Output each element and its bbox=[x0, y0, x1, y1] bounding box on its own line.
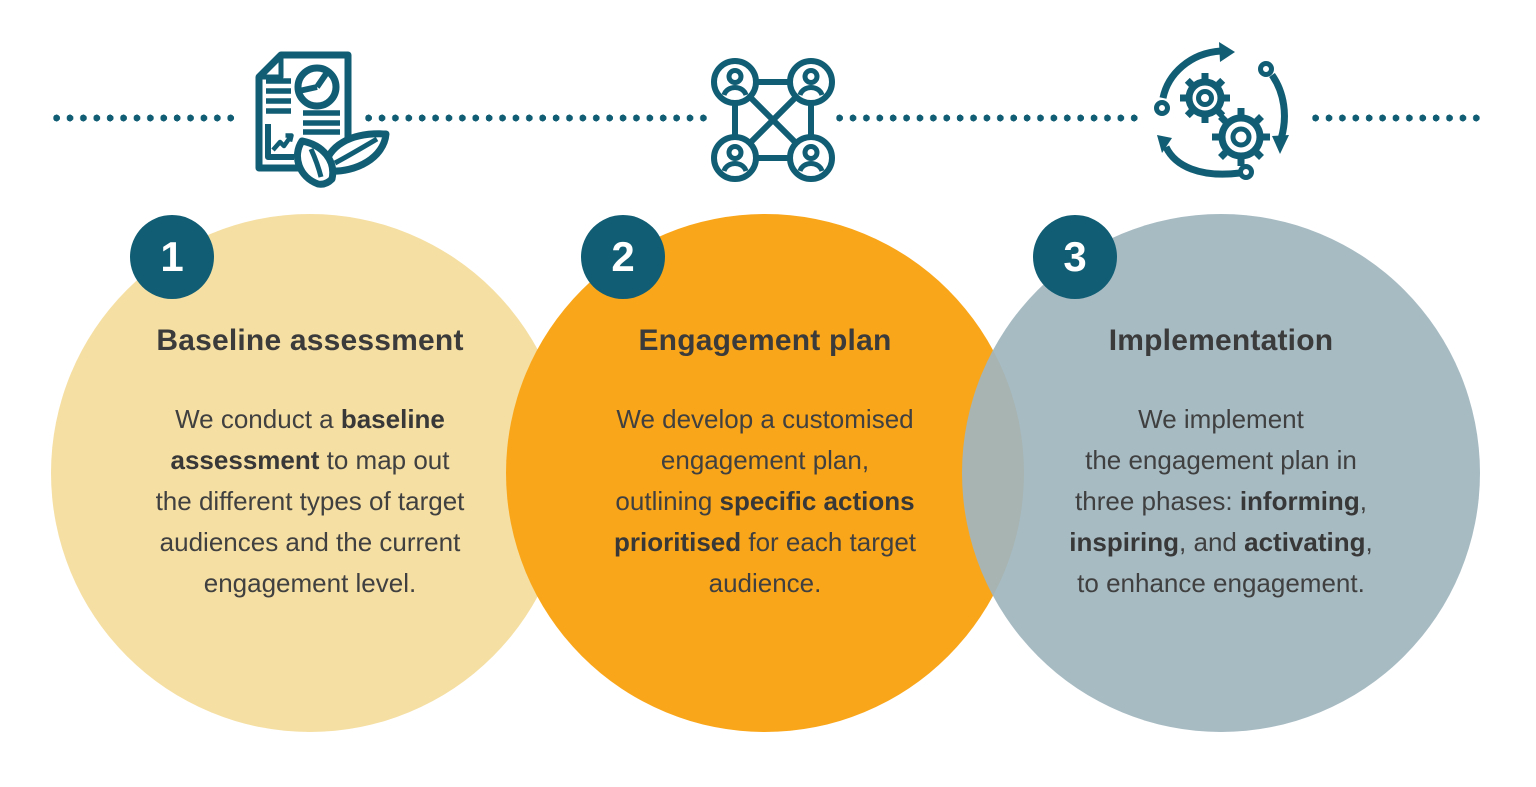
dotted-timeline-segment-4 bbox=[1312, 114, 1484, 122]
dotted-timeline-segment-3 bbox=[836, 114, 1140, 122]
dotted-timeline-segment-2 bbox=[365, 114, 707, 122]
step-title: Baseline assessment bbox=[156, 324, 464, 357]
report-document-icon bbox=[255, 51, 390, 188]
step-number: 2 bbox=[611, 233, 635, 280]
step-title: Engagement plan bbox=[638, 324, 892, 357]
step-number-badge-3: 3 bbox=[1033, 215, 1117, 299]
gears-cycle-icon bbox=[1154, 42, 1289, 180]
step-circle-engagement-plan bbox=[506, 214, 1024, 732]
step-circle-implementation bbox=[962, 214, 1480, 732]
step-title: Implementation bbox=[1108, 324, 1334, 357]
people-network-icon bbox=[711, 58, 835, 182]
step-number-badge-1: 1 bbox=[130, 215, 214, 299]
step-number: 1 bbox=[160, 233, 184, 280]
step-content-1: Baseline assessment We conduct a baselin… bbox=[90, 322, 530, 604]
step-number: 3 bbox=[1063, 233, 1087, 280]
step-circle-baseline-assessment bbox=[51, 214, 569, 732]
dotted-timeline-segment-1 bbox=[53, 114, 236, 122]
step-number-badge-2: 2 bbox=[581, 215, 665, 299]
